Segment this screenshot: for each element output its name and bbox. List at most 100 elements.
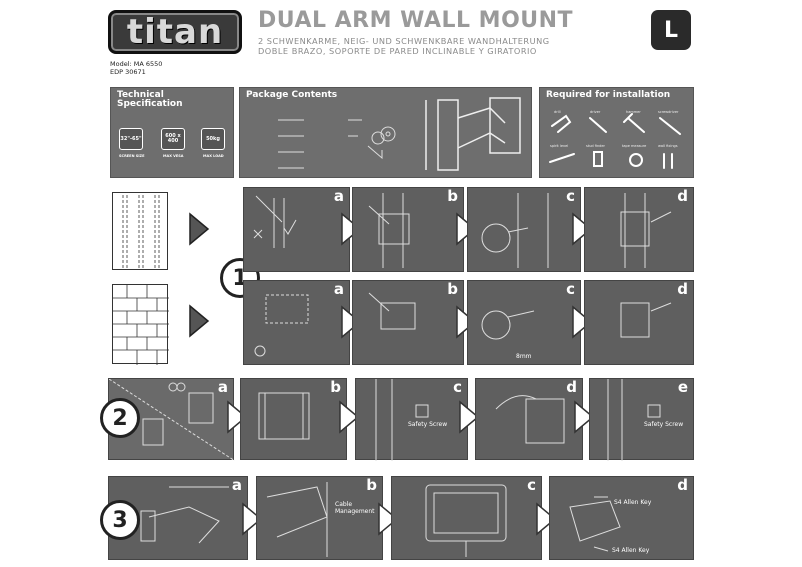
subtitle-line-1: 2 SCHWENKARME, NEIG- UND SCHWENKBARE WAN… <box>258 36 550 46</box>
step-1c-brick-panel: c 8mm <box>467 280 581 365</box>
step-letter: c <box>566 280 575 298</box>
step-2c-drawing <box>375 379 429 461</box>
page-title: DUAL ARM WALL MOUNT <box>258 8 574 33</box>
tool-label-hammer: hammer <box>626 110 641 114</box>
stud-wall-drawing <box>122 195 160 269</box>
arrow-1a-1b-icon <box>341 212 362 246</box>
arrow-2b-2c-icon <box>339 400 360 434</box>
model-number: Model: MA 6550 <box>110 60 163 68</box>
step-1d-panel: d <box>584 187 694 272</box>
step-letter: b <box>447 187 458 205</box>
step-1d-drawing <box>620 193 672 268</box>
step-letter: c <box>453 378 462 396</box>
arrow-1c-1d-icon <box>572 212 593 246</box>
step-letter: d <box>677 476 688 494</box>
arrow-2c-2d-icon <box>459 400 480 434</box>
step-3d-drawing <box>569 496 621 552</box>
allen-key-label-bottom: S4 Allen Key <box>612 547 650 554</box>
step-2-badge: 2 <box>100 398 140 438</box>
step-2c-panel: c Safety Screw <box>355 378 468 461</box>
row1-arrow-icon <box>189 212 210 246</box>
row2-arrow-icon <box>189 304 210 338</box>
step-3b-panel: b Cable Management <box>256 476 383 560</box>
arrow-1b-1c-icon <box>456 212 477 246</box>
arrow-brick-1c-1d-icon <box>572 305 593 339</box>
subtitle-line-2: DOBLE BRAZO, SOPORTE DE PARED INCLINABLE… <box>258 46 537 56</box>
step-letter: a <box>231 476 242 494</box>
required-installation-title: Required for installation <box>546 90 671 100</box>
tech-spec-title-line-2: Specification <box>117 99 183 109</box>
tool-label-drill: drill <box>554 110 561 114</box>
step-1a-panel: a <box>243 187 350 272</box>
max-vesa-label: MAX VESA <box>163 154 184 158</box>
step-1a-brick-panel: a <box>243 280 350 365</box>
safety-screw-label: Safety Screw <box>408 421 448 428</box>
tool-label-wall-fixings: wall fixings <box>658 144 678 148</box>
tech-spec-title-line-1: Technical <box>117 90 164 100</box>
step-1d-brick-drawing <box>620 302 672 338</box>
model-info: Model: MA 6550 EDP 30671 <box>110 60 162 76</box>
step-1c-drawing <box>481 193 549 268</box>
step-2b-drawing <box>258 392 310 440</box>
tools-drawing <box>549 113 681 169</box>
tool-label-spirit-level: spirit level <box>550 144 569 148</box>
screen-size-label: SCREEN SIZE <box>119 154 145 158</box>
tech-spec-panel: Technical Specification 32"-65" SCREEN S… <box>110 87 234 178</box>
step-letter: a <box>333 187 344 205</box>
arrow-3b-3c-icon <box>378 502 399 536</box>
screen-size-icon: 32"-65" <box>119 128 143 150</box>
logo-text: titan <box>126 12 224 52</box>
step-2a-drawing <box>109 379 235 461</box>
arrow-3c-3d-icon <box>536 502 557 536</box>
step-3-badge: 3 <box>100 500 140 540</box>
step-2d-drawing <box>495 395 565 444</box>
brick-wall-illustration <box>112 284 169 365</box>
cable-management-label: Cable Management <box>335 501 375 515</box>
step-1c-panel: c <box>467 187 581 272</box>
step-3c-drawing <box>425 484 507 557</box>
max-load-icon: 50kg <box>201 128 225 150</box>
step-1b-brick-drawing <box>368 292 416 330</box>
arrow-brick-1a-1b-icon <box>341 305 362 339</box>
package-contents-panel: Package Contents <box>239 87 532 178</box>
drill-size-label: 8mm <box>516 353 532 360</box>
edp-number: EDP 30671 <box>110 68 146 76</box>
step-letter: b <box>330 378 341 396</box>
step-2d-panel: d <box>475 378 583 460</box>
step-1b-drawing <box>368 193 410 268</box>
max-vesa-icon: 600 x 400 <box>161 128 185 150</box>
step-letter: a <box>217 378 228 396</box>
package-contents-drawing <box>278 97 521 171</box>
arrow-brick-1b-1c-icon <box>456 305 477 339</box>
brick-wall-drawing <box>113 285 169 365</box>
step-letter: d <box>566 378 577 396</box>
tool-label-tape-measure: tape measure <box>622 144 647 148</box>
step-1d-brick-panel: d <box>584 280 694 365</box>
arrow-2d-2e-icon <box>574 400 595 434</box>
max-load-label: MAX LOAD <box>203 154 224 158</box>
step-2e-drawing <box>607 379 661 461</box>
step-1c-brick-drawing <box>481 310 535 340</box>
tech-spec-title: Technical Specification <box>117 91 183 109</box>
step-letter: b <box>447 280 458 298</box>
page-subtitle: 2 SCHWENKARME, NEIG- UND SCHWENKBARE WAN… <box>258 36 550 56</box>
step-letter: e <box>677 378 688 396</box>
step-letter: d <box>677 187 688 205</box>
step-letter: a <box>333 280 344 298</box>
step-letter: c <box>566 187 575 205</box>
tool-label-driver: driver <box>590 110 601 114</box>
step-3b-drawing <box>266 482 328 557</box>
step-3d-panel: d S4 Allen Key S4 Allen Key <box>549 476 694 560</box>
size-badge: L <box>651 10 691 50</box>
arrow-3a-3b-icon <box>242 502 263 536</box>
step-1a-drawing <box>253 195 297 248</box>
step-2b-panel: b <box>240 378 347 460</box>
step-1b-brick-panel: b <box>352 280 464 365</box>
arrow-2a-2b-icon <box>227 400 248 434</box>
tool-label-screwdriver: screwdriver <box>658 110 679 114</box>
step-3a-drawing <box>140 486 229 544</box>
allen-key-label-top: S4 Allen Key <box>614 499 652 506</box>
step-3c-panel: c <box>391 476 542 560</box>
safety-screw-label: Safety Screw <box>644 421 684 428</box>
step-2e-panel: e Safety Screw <box>589 378 694 461</box>
